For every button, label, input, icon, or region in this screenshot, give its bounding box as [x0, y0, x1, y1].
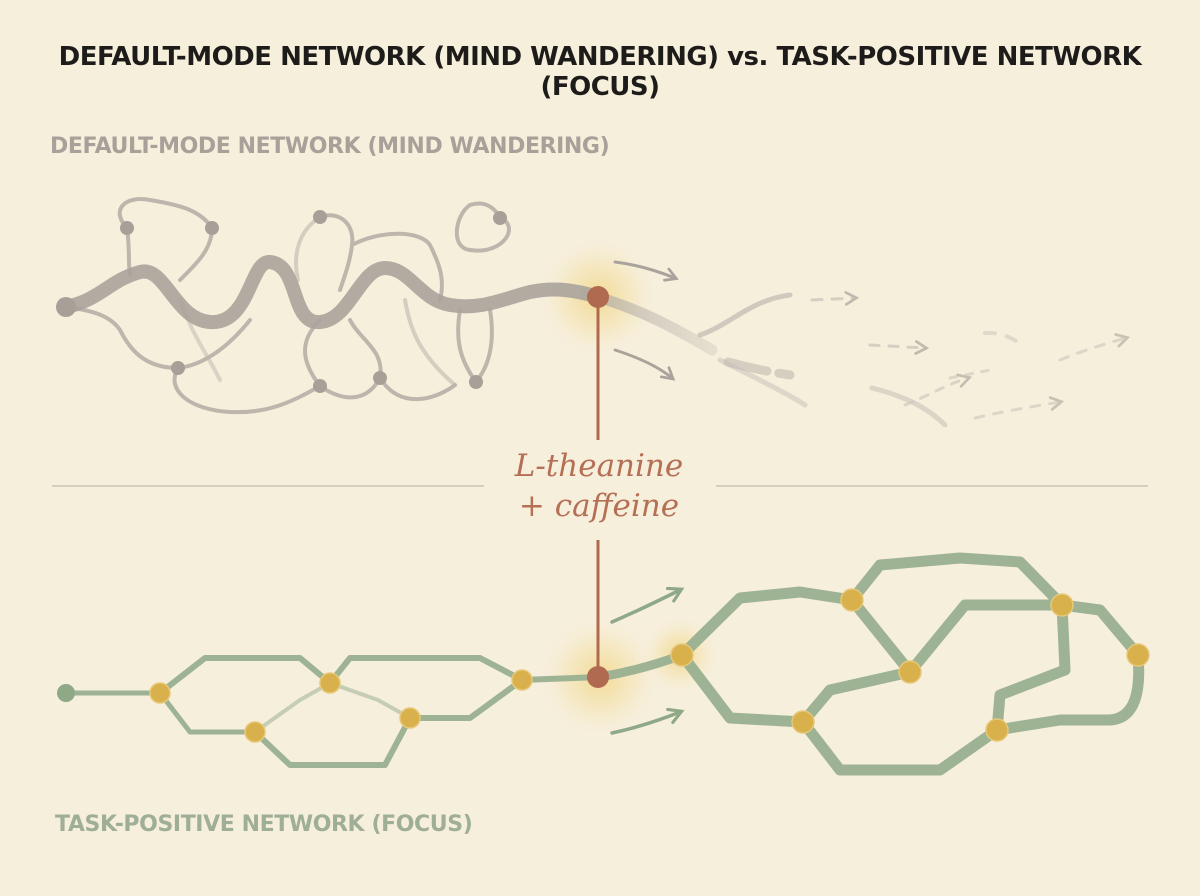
intervention-label-line2: + caffeine: [518, 488, 680, 524]
intervention-node-top: [587, 286, 609, 308]
default-mode-network: [56, 197, 1131, 428]
task-positive-network: [57, 552, 1150, 776]
task-positive-network-label: TASK-POSITIVE NETWORK (FOCUS): [55, 812, 473, 837]
intervention-connector: [587, 286, 609, 688]
intervention-label-line1: L-theanine: [514, 448, 684, 484]
tpn-node-start: [57, 684, 75, 702]
dmn-main-strand: [59, 255, 605, 329]
intervention-node-bottom: [587, 666, 609, 688]
intervention-label: L-theanine + caffeine: [449, 446, 749, 526]
page-title: DEFAULT-MODE NETWORK (MIND WANDERING) vs…: [58, 42, 1142, 102]
dmn-node-start: [56, 297, 76, 317]
dmn-loop-a: [117, 197, 214, 230]
default-mode-network-label: DEFAULT-MODE NETWORK (MIND WANDERING): [50, 134, 610, 159]
